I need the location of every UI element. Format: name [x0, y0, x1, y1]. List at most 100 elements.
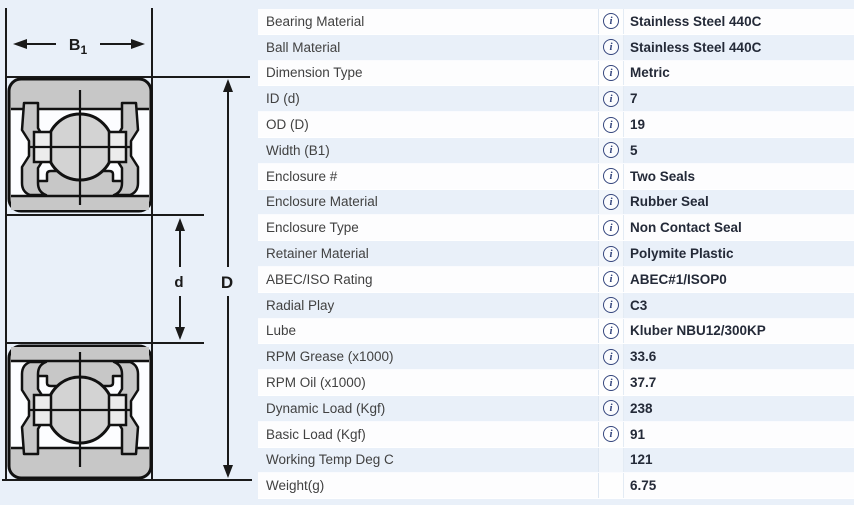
spec-value: 37.7 — [630, 375, 657, 391]
table-row: Enclosure Material i Rubber Seal — [258, 189, 854, 216]
info-icon[interactable]: i — [603, 426, 619, 443]
info-cell: i — [598, 163, 624, 189]
table-row: Lube i Kluber NBU12/300KP — [258, 318, 854, 345]
bearing-diagram: B1 d D — [0, 0, 258, 505]
d-dimension-label: d — [174, 274, 183, 291]
spec-label: OD (D) — [266, 117, 309, 133]
info-icon[interactable]: i — [603, 297, 619, 314]
info-icon[interactable]: i — [603, 271, 619, 288]
spec-value: Metric — [630, 65, 670, 81]
spec-value: Stainless Steel 440C — [630, 13, 762, 29]
outer-diameter-dimension-label: D — [221, 273, 233, 292]
info-icon[interactable]: i — [603, 348, 619, 365]
info-cell: i — [598, 344, 624, 370]
spec-label: Retainer Material — [266, 246, 369, 262]
info-icon[interactable]: i — [603, 90, 619, 107]
spec-label: ID (d) — [266, 91, 300, 107]
spec-value: Two Seals — [630, 168, 696, 184]
spec-value: 121 — [630, 452, 653, 468]
spec-label: Enclosure Material — [266, 194, 378, 210]
spec-label: Enclosure Type — [266, 220, 359, 236]
info-icon[interactable]: i — [603, 142, 619, 159]
table-row: Radial Play i C3 — [258, 292, 854, 319]
spec-value: Stainless Steel 440C — [630, 39, 762, 55]
lower-bearing-section — [7, 344, 153, 480]
info-icon[interactable]: i — [603, 322, 619, 339]
spec-value: 19 — [630, 117, 646, 133]
b1-dimension — [13, 39, 145, 49]
spec-value: Kluber NBU12/300KP — [630, 323, 766, 339]
spec-value: 6.75 — [630, 478, 657, 494]
table-row: Basic Load (Kgf) i 91 — [258, 421, 854, 448]
spec-value: 7 — [630, 91, 638, 107]
spec-value: 91 — [630, 426, 646, 442]
table-row: Width (B1) i 5 — [258, 137, 854, 164]
spec-label: Dimension Type — [266, 65, 363, 81]
upper-bearing-section — [7, 77, 153, 213]
info-cell: i — [598, 241, 624, 266]
table-row: RPM Grease (x1000) i 33.6 — [258, 344, 854, 371]
info-icon[interactable]: i — [603, 193, 619, 210]
info-icon[interactable]: i — [603, 116, 619, 133]
info-icon[interactable]: i — [603, 39, 619, 56]
table-row: Dynamic Load (Kgf) i 238 — [258, 395, 854, 422]
table-row: ABEC/ISO Rating i ABEC#1/ISOP0 — [258, 266, 854, 293]
info-cell: i — [598, 421, 624, 447]
spec-label: Basic Load (Kgf) — [266, 426, 366, 442]
table-row: Enclosure Type i Non Contact Seal — [258, 215, 854, 242]
spec-label: Dynamic Load (Kgf) — [266, 400, 386, 416]
spec-label: Lube — [266, 323, 297, 339]
info-cell: i — [598, 370, 624, 395]
spec-label: Ball Material — [266, 39, 341, 55]
info-icon[interactable]: i — [603, 400, 619, 417]
info-cell: i — [598, 137, 624, 163]
info-icon[interactable]: i — [603, 374, 619, 391]
info-cell: i — [598, 112, 624, 137]
table-row: RPM Oil (x1000) i 37.7 — [258, 370, 854, 396]
info-icon[interactable]: i — [603, 245, 619, 262]
info-icon[interactable]: i — [603, 168, 619, 185]
info-icon[interactable]: i — [603, 64, 619, 81]
spec-label: Working Temp Deg C — [266, 452, 394, 468]
b1-dimension-label: B1 — [69, 37, 88, 57]
spec-value: ABEC#1/ISOP0 — [630, 271, 727, 287]
spec-value: 5 — [630, 142, 638, 158]
spec-value: 238 — [630, 400, 653, 416]
spec-value: Rubber Seal — [630, 194, 709, 210]
table-row: Bearing Material i Stainless Steel 440C — [258, 9, 854, 35]
info-icon[interactable]: i — [603, 13, 619, 30]
info-cell: i — [598, 86, 624, 112]
table-row: Enclosure # i Two Seals — [258, 163, 854, 190]
table-row: Retainer Material i Polymite Plastic — [258, 241, 854, 267]
d-dimension — [175, 218, 185, 340]
info-icon[interactable]: i — [603, 219, 619, 236]
table-row: Working Temp Deg C 121 — [258, 447, 854, 474]
spec-value: Polymite Plastic — [630, 246, 734, 262]
spec-label: Enclosure # — [266, 168, 338, 184]
spec-table: Bearing Material i Stainless Steel 440C … — [258, 9, 854, 500]
info-cell: i — [598, 9, 624, 34]
info-cell: i — [598, 34, 624, 60]
info-cell: i — [598, 318, 624, 344]
info-cell: i — [598, 266, 624, 292]
outer-diameter-dimension — [223, 79, 233, 478]
spec-label: Radial Play — [266, 297, 335, 313]
info-cell — [598, 473, 624, 499]
spec-label: Width (B1) — [266, 142, 330, 158]
bearing-cross-section-drawing: B1 d D — [2, 8, 252, 481]
spec-value: C3 — [630, 297, 648, 313]
spec-label: Bearing Material — [266, 13, 365, 29]
info-cell: i — [598, 395, 624, 421]
table-row: Weight(g) 6.75 — [258, 473, 854, 500]
info-cell: i — [598, 292, 624, 318]
spec-label: Weight(g) — [266, 478, 325, 494]
info-cell: i — [598, 189, 624, 215]
table-row: Ball Material i Stainless Steel 440C — [258, 34, 854, 61]
spec-label: ABEC/ISO Rating — [266, 271, 373, 287]
table-row: OD (D) i 19 — [258, 112, 854, 138]
info-cell: i — [598, 60, 624, 86]
spec-label: RPM Oil (x1000) — [266, 375, 366, 391]
table-row: ID (d) i 7 — [258, 86, 854, 113]
spec-label: RPM Grease (x1000) — [266, 349, 394, 365]
